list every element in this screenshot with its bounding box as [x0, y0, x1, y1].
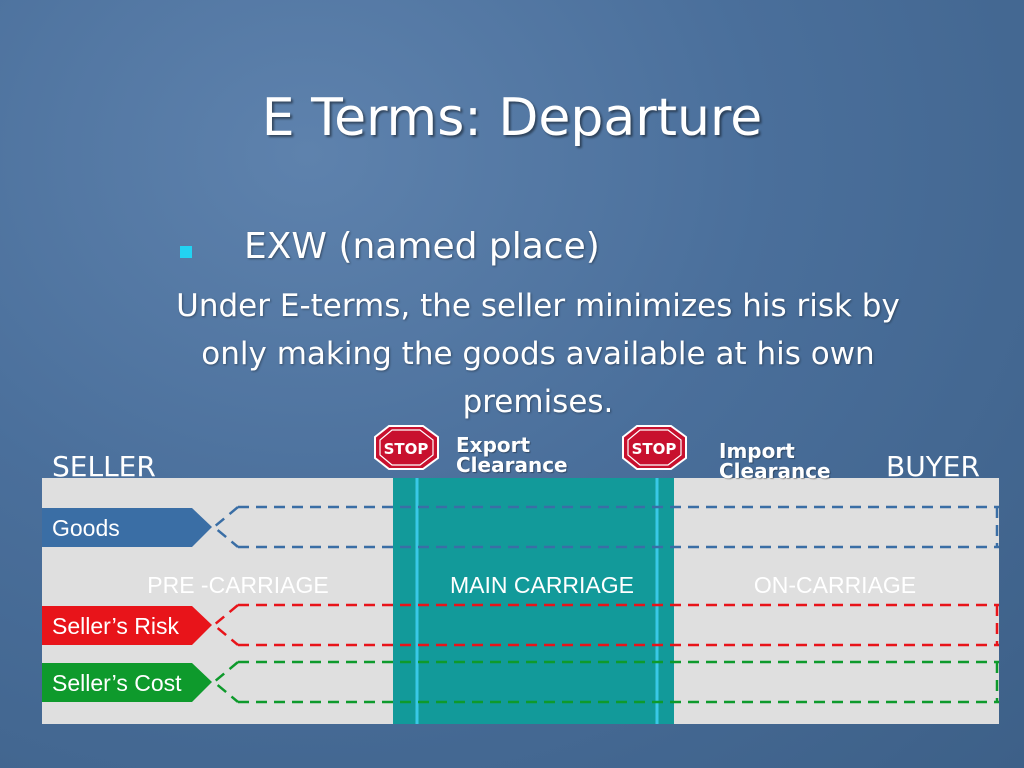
- bullet-square-icon: [180, 246, 192, 258]
- stop-sign-import-icon: STOP: [622, 425, 687, 470]
- main-carriage-block: [393, 478, 674, 724]
- import-clearance-label: Import Clearance: [719, 441, 831, 481]
- slide-title: E Terms: Departure: [261, 88, 763, 148]
- stop-text-import: STOP: [632, 440, 677, 458]
- sellers-cost-tag: Seller’s Cost: [52, 670, 182, 696]
- main-carriage-label: MAIN CARRIAGE: [449, 572, 635, 598]
- import-clearance-line1: Import: [719, 439, 795, 463]
- pre-carriage-label: PRE -CARRIAGE: [147, 572, 329, 598]
- sellers-risk-tag: Seller’s Risk: [52, 613, 179, 639]
- stop-sign-export-icon: STOP: [374, 425, 439, 470]
- cost-tag-shape: [42, 663, 212, 702]
- bullet-text: EXW (named place): [244, 226, 600, 267]
- export-clearance-label: Export Clearance: [456, 435, 568, 475]
- risk-dashed-lines: [212, 603, 999, 647]
- import-clearance-line2: Clearance: [719, 459, 831, 483]
- export-clearance-line2: Clearance: [456, 453, 568, 477]
- goods-dashed-lines: [212, 505, 999, 549]
- risk-tag-shape: [42, 606, 212, 645]
- export-clearance-line1: Export: [456, 433, 531, 457]
- seller-label: SELLER: [52, 450, 156, 483]
- stop-text-export: STOP: [384, 440, 429, 458]
- cost-dashed-lines: [212, 660, 999, 704]
- buyer-label: BUYER: [886, 450, 980, 483]
- goods-tag: Goods: [52, 515, 120, 541]
- on-carriage-label: ON-CARRIAGE: [753, 572, 917, 598]
- goods-tag-shape: [42, 508, 212, 547]
- description-paragraph: Under E-terms, the seller minimizes his …: [176, 288, 900, 420]
